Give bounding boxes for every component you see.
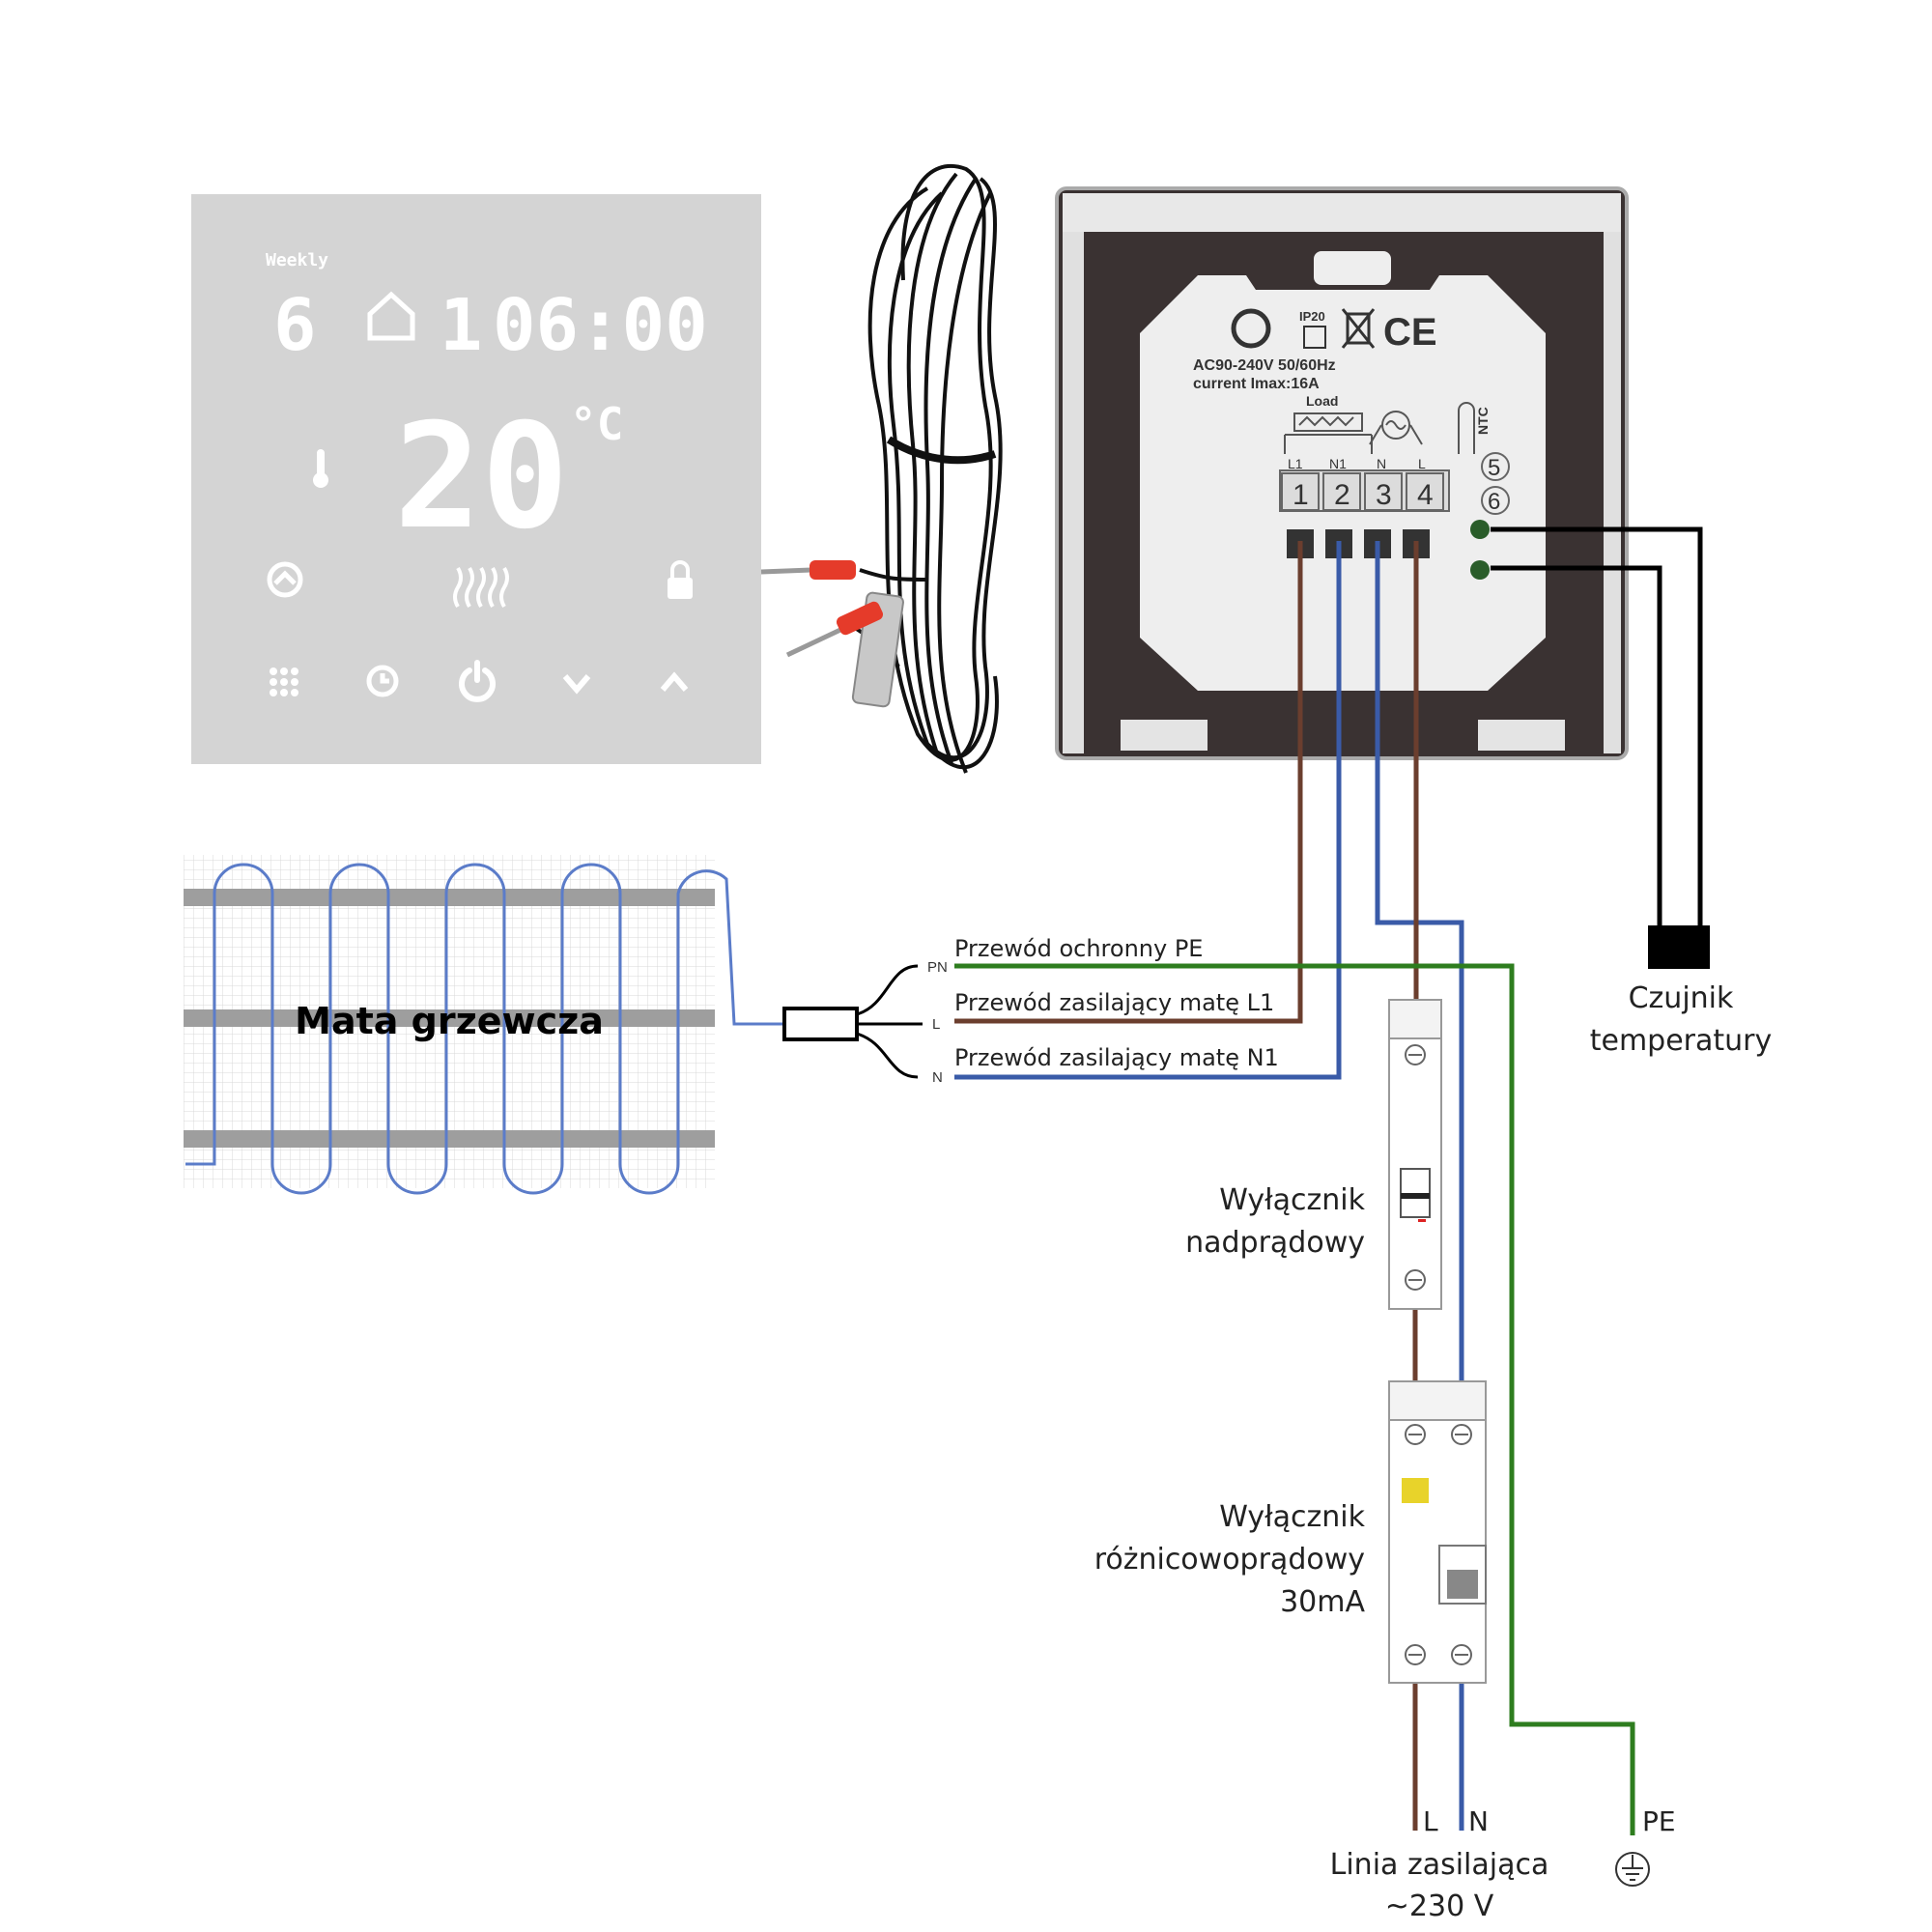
current-rating: current Imax:16A bbox=[1193, 376, 1320, 392]
lead-label-n: N bbox=[932, 1069, 943, 1086]
sensor-terminal-6: 6 bbox=[1488, 489, 1500, 515]
terminal-name-4: L bbox=[1418, 456, 1426, 471]
label-l1-wire: Przewód zasilający matę L1 bbox=[954, 989, 1274, 1016]
down-icon[interactable] bbox=[562, 674, 591, 695]
time-display: 06:00 bbox=[493, 284, 708, 367]
load-label: Load bbox=[1306, 393, 1338, 409]
temperature-sensor-block bbox=[1648, 925, 1710, 969]
heating-mat: Mata grzewcza bbox=[184, 855, 784, 1195]
mat-label: Mata grzewcza bbox=[295, 1000, 604, 1042]
ce-mark: CE bbox=[1383, 311, 1437, 354]
wire-l1 bbox=[954, 541, 1303, 1024]
house-icon bbox=[367, 291, 415, 341]
weee-icon bbox=[1341, 308, 1376, 349]
mcb-label-line2: nadprądowy bbox=[1185, 1226, 1365, 1260]
mcb-label-line1: Wyłącznik bbox=[1219, 1183, 1365, 1217]
ground-icon bbox=[1615, 1852, 1650, 1887]
program-display: 1 bbox=[440, 284, 483, 367]
class-ii-icon bbox=[1303, 326, 1326, 349]
sensor-wire-2 bbox=[1491, 565, 1662, 927]
ntc-label: NTC bbox=[1475, 407, 1491, 435]
overcurrent-breaker bbox=[1388, 999, 1442, 1310]
terminal-name-1: L1 bbox=[1288, 456, 1303, 471]
sensor-wire-1 bbox=[1491, 526, 1703, 927]
label-n1-wire: Przewód zasilający matę N1 bbox=[954, 1044, 1279, 1071]
thermostat-front: Weekly 6 1 06:00 20 °C bbox=[191, 194, 761, 764]
rcd-label-line1: Wyłącznik bbox=[1219, 1500, 1365, 1534]
terminal-number-1: 1 bbox=[1293, 479, 1309, 511]
ip-rating: IP20 bbox=[1299, 309, 1325, 324]
supply-label-line1: Linia zasilająca bbox=[1330, 1848, 1549, 1882]
lead-label-pn: PN bbox=[927, 959, 948, 976]
sensor-label-line1: Czujnik bbox=[1629, 981, 1734, 1015]
sensor-terminal-5: 5 bbox=[1488, 455, 1500, 481]
back-panel-markings: IP20 CE AC90-240V 50/60Hz current Imax:1… bbox=[1193, 308, 1491, 454]
ntc-symbol bbox=[1458, 402, 1475, 454]
temperature-unit: °C bbox=[570, 398, 623, 450]
wire-n-supply bbox=[1375, 541, 1464, 1381]
up-icon[interactable] bbox=[660, 671, 689, 692]
mat-connector: PN L N bbox=[782, 959, 948, 1086]
clock-icon[interactable] bbox=[366, 665, 399, 697]
residual-current-breaker bbox=[1388, 1380, 1487, 1684]
supply-l-label: L bbox=[1423, 1805, 1438, 1837]
rcd-label-line2: różnicowoprądowy bbox=[1094, 1543, 1365, 1577]
load-symbol bbox=[1284, 412, 1373, 454]
sensor-label-line2: temperatury bbox=[1590, 1024, 1773, 1058]
voltage-rating: AC90-240V 50/60Hz bbox=[1193, 357, 1336, 374]
ferrule-tips bbox=[760, 560, 884, 658]
sensor-cable bbox=[853, 163, 1003, 774]
terminal-number-2: 2 bbox=[1334, 479, 1350, 511]
mode-icon[interactable] bbox=[267, 561, 303, 598]
day-display: 6 bbox=[273, 284, 317, 367]
lead-label-l: L bbox=[932, 1016, 940, 1033]
wire-n1 bbox=[954, 541, 1342, 1080]
terminal-name-2: N1 bbox=[1329, 456, 1347, 471]
lock-icon[interactable] bbox=[668, 560, 693, 599]
temperature-display: 20 bbox=[394, 393, 569, 561]
power-icon[interactable] bbox=[459, 660, 496, 702]
wire-pe bbox=[954, 963, 1635, 1835]
menu-icon[interactable] bbox=[270, 668, 298, 696]
supply-pe-label: PE bbox=[1642, 1805, 1676, 1837]
mode-label: Weekly bbox=[266, 250, 328, 270]
supply-label-line2: ~230 V bbox=[1385, 1889, 1494, 1923]
heating-cable bbox=[185, 863, 784, 1195]
terminal-number-4: 4 bbox=[1417, 479, 1434, 511]
heating-icon bbox=[453, 566, 509, 609]
thermometer-icon bbox=[313, 449, 328, 488]
supply-n-label: N bbox=[1468, 1805, 1489, 1837]
rcd-label-line3: 30mA bbox=[1280, 1585, 1365, 1619]
label-pe-wire: Przewód ochronny PE bbox=[954, 935, 1203, 962]
supply-symbol bbox=[1369, 411, 1423, 445]
terminal-number-3: 3 bbox=[1376, 479, 1392, 511]
terminal-name-3: N bbox=[1377, 456, 1386, 471]
recycle-icon bbox=[1231, 308, 1271, 349]
